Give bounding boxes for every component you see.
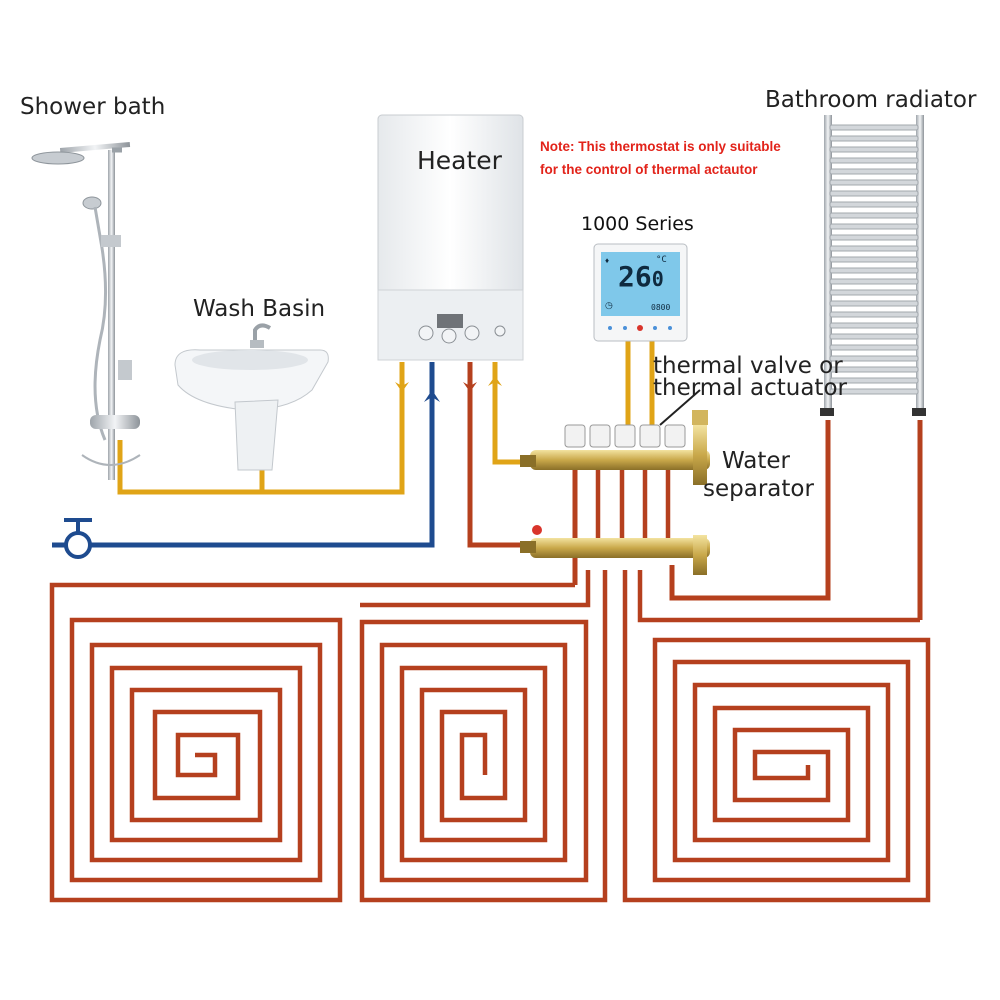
separator-label-line-1: Water [722,448,790,474]
radiator-rung [829,377,919,384]
thermostat-device [593,243,688,342]
valve-label-line-1: thermal valve or [653,353,843,379]
basin-label: Wash Basin [193,296,326,322]
radiator-rung [829,300,919,307]
radiator-rung [829,267,919,274]
radiator-rung [829,190,919,197]
cold-water-pipe [52,362,435,548]
radiator-rung [829,289,919,296]
radiator-rung [829,278,919,285]
separator-label-line-2: separator [703,476,814,502]
manifold-lower [520,525,710,575]
radiator-rung [829,212,919,219]
heating-flow-pipe [467,362,528,548]
cold-water-pipes [52,362,435,548]
clock-icon: ◷ [605,300,613,310]
manifold-upper [520,410,710,485]
floor-loop-right [622,570,931,903]
arrow-down-icon [463,382,477,392]
radiator-label: Bathroom radiator [765,87,977,113]
note-line-2: for the control of thermal actautor [540,162,758,177]
bathroom-radiator-illustration [820,115,926,416]
radiator-rung [829,333,919,340]
radiator-rung [829,168,919,175]
floor-loop-left [49,582,575,903]
arrow-up-icon [424,390,440,402]
note-line-1: Note: This thermostat is only suitable [540,139,781,154]
radiator-rung [829,322,919,329]
arrow-up-icon [488,376,502,386]
thermostat-time: 0800 [651,303,671,312]
thermostat-decimal: 0 [651,267,664,291]
series-label: 1000 Series [581,213,694,235]
shower-illustration [31,141,141,480]
thermostat-unit: °C [656,255,667,265]
manifold-risers [572,470,671,538]
radiator-rung [829,311,919,318]
flame-icon: ♦ [605,256,610,265]
heater-label: Heater [417,146,502,175]
actuator-heads [564,424,686,448]
shower-label: Shower bath [20,94,166,120]
floor-loop-left-return [360,570,591,608]
radiator-rung [829,135,919,142]
radiator-rung [829,344,919,351]
callout-line [659,389,701,426]
radiator-rung [829,201,919,208]
radiator-rung [829,124,919,131]
heater-return-yellow [492,362,530,465]
hot-water-pipes [117,340,655,495]
radiator-rung [829,179,919,186]
radiator-rung [829,355,919,362]
thermostat-temperature: 260 [618,262,664,294]
radiator-rung [829,146,919,153]
thermostat-temperature-value: 26 [618,260,652,293]
floor-loop-middle [359,570,608,903]
radiator-rung [829,234,919,241]
radiator-rung [829,256,919,263]
wash-basin-illustration [174,323,329,471]
water-tap-icon [64,518,92,559]
radiator-rung [829,223,919,230]
arrow-down-icon [395,382,409,392]
radiator-rung [829,157,919,164]
heater-illustration [377,114,524,361]
radiator-rung [829,245,919,252]
radiator-rung [829,366,919,373]
valve-label-line-2: thermal actuator [653,375,847,401]
radiator-rung [829,388,919,395]
floor-loops [49,570,931,903]
thermostat-screen [601,252,680,316]
radiator-flow-pipe [669,420,831,601]
floor-loop-right-feed [637,570,920,623]
heating-pipes [467,362,923,620]
